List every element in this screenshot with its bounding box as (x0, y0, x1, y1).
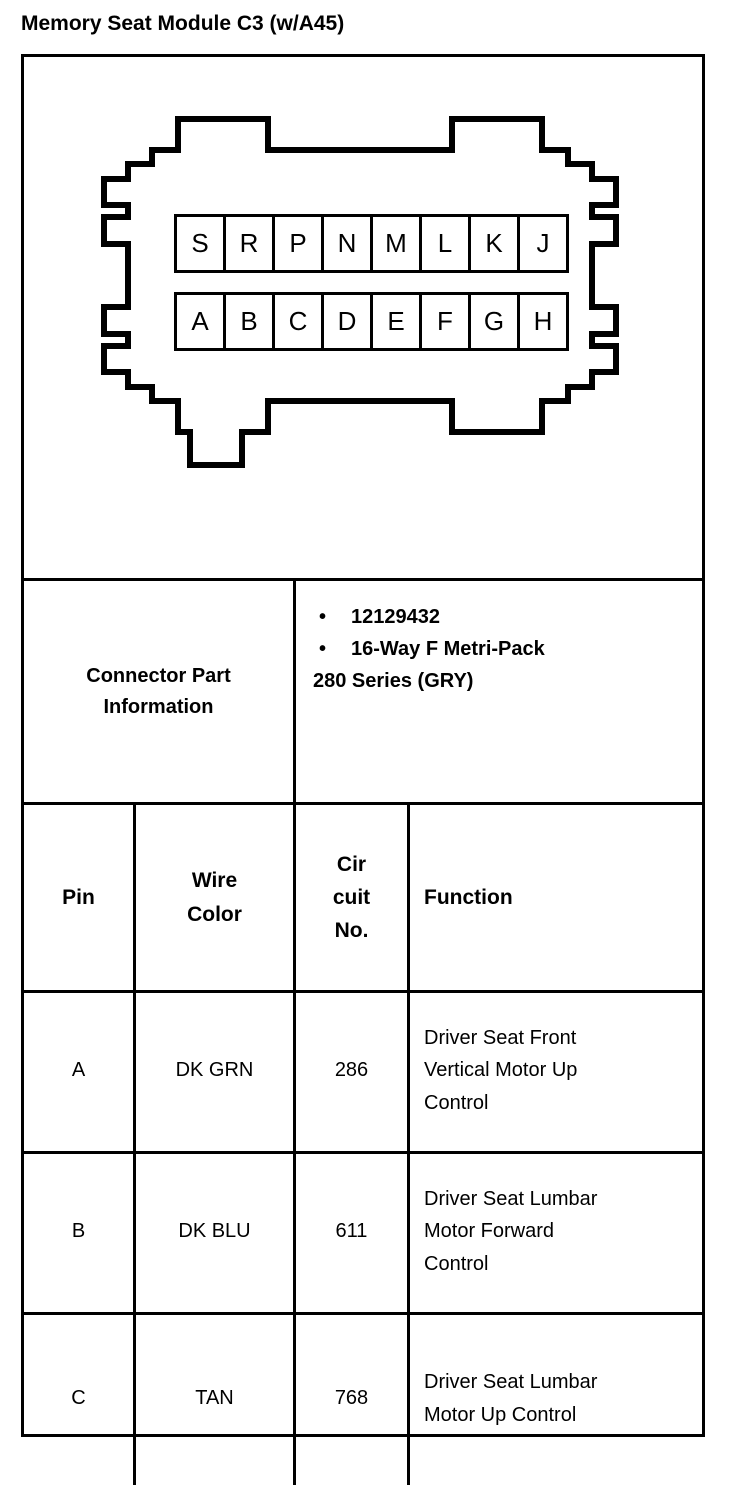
connector-part-information-section: Connector Part Information • 12129432 • … (24, 581, 702, 802)
divider-after-connector (24, 578, 702, 581)
column-header-wire-color-line1: Wire (191, 869, 238, 893)
pin-cell-H[interactable]: H (517, 292, 569, 351)
cell-function: Driver Seat Front Vertical Motor Up Cont… (407, 990, 702, 1151)
part-number-bullet-item: • 12129432 (313, 603, 692, 632)
page-title: Memory Seat Module C3 (w/A45) (21, 12, 345, 35)
bullet-dot-icon: • (319, 638, 327, 660)
connector-pin-row-top: S R P N M L K J (174, 214, 569, 273)
divider-after-partinfo (24, 802, 702, 805)
cell-function-line: Motor Forward (424, 1220, 555, 1243)
connector-type-bullet-item: • 16-Way F Metri-Pack (313, 635, 692, 664)
cell-circuit-no: 768 (293, 1312, 407, 1485)
column-header-circuit-line3: No. (334, 919, 369, 943)
cell-circuit-no: 611 (293, 1151, 407, 1312)
divider-after-header (24, 990, 702, 993)
pin-cell-M[interactable]: M (370, 214, 422, 273)
divider-after-row-b (24, 1312, 702, 1315)
pin-cell-E[interactable]: E (370, 292, 422, 351)
pin-cell-J[interactable]: J (517, 214, 569, 273)
pin-cell-L[interactable]: L (419, 214, 471, 273)
connector-part-information-label: Connector Part Information (86, 664, 231, 718)
divider-after-row-a (24, 1151, 702, 1154)
column-header-circuit-line1: Cir (336, 852, 367, 876)
connector-illustration-region: S R P N M L K J A B C D E F G H (24, 57, 702, 578)
cell-pin: B (71, 1220, 86, 1243)
cell-wire-color: TAN (133, 1312, 293, 1485)
cell-function-line: Driver Seat Lumbar (424, 1187, 598, 1210)
cell-function-line: Control (424, 1252, 489, 1275)
pin-cell-N[interactable]: N (321, 214, 373, 273)
cell-function-line: Driver Seat Lumbar (424, 1371, 598, 1394)
cell-pin: A (71, 1059, 86, 1082)
cell-function-line: Control (424, 1091, 489, 1114)
pin-cell-G[interactable]: G (468, 292, 520, 351)
connector-type-continuation: 280 Series (GRY) (313, 670, 474, 692)
cell-function: Driver Seat Lumbar Motor Forward Control (407, 1151, 702, 1312)
cell-circuit-no: 286 (293, 990, 407, 1151)
column-header-wire-color: Wire Color (133, 805, 293, 990)
part-number-value: 12129432 (351, 606, 440, 628)
cell-function-line: Vertical Motor Up (424, 1059, 578, 1082)
column-header-pin: Pin (62, 885, 95, 909)
pin-cell-D[interactable]: D (321, 292, 373, 351)
pin-cell-F[interactable]: F (419, 292, 471, 351)
table-header-row: Pin Wire Color Cir cuit No. Function (24, 805, 702, 990)
connector-pin-row-bottom: A B C D E F G H (174, 292, 569, 351)
pin-cell-R[interactable]: R (223, 214, 275, 273)
cell-wire-color: DK BLU (133, 1151, 293, 1312)
table-row: A DK GRN 286 Driver Seat Front Vertical … (24, 990, 702, 1151)
table-row: C TAN 768 Driver Seat Lumbar Motor Up Co… (24, 1312, 702, 1485)
connector-part-information-values: • 12129432 • 16-Way F Metri-Pack 280 Ser… (296, 581, 702, 802)
bullet-dot-icon: • (319, 606, 327, 628)
pin-assignment-table: Pin Wire Color Cir cuit No. Function A D… (24, 805, 702, 1485)
column-header-circuit-no: Cir cuit No. (293, 805, 407, 990)
pin-cell-P[interactable]: P (272, 214, 324, 273)
column-header-wire-color-line2: Color (187, 902, 242, 926)
column-header-circuit-line2: cuit (332, 885, 371, 909)
cell-function-line: Motor Up Control (424, 1403, 577, 1426)
partinfo-column-divider (293, 581, 296, 802)
pin-cell-C[interactable]: C (272, 292, 324, 351)
column-header-function: Function (407, 805, 702, 990)
cell-wire-color: DK GRN (133, 990, 293, 1151)
pin-cell-S[interactable]: S (174, 214, 226, 273)
table-row: B DK BLU 611 Driver Seat Lumbar Motor Fo… (24, 1151, 702, 1312)
cell-function: Driver Seat Lumbar Motor Up Control (407, 1312, 702, 1485)
pin-cell-A[interactable]: A (174, 292, 226, 351)
connector-datasheet-frame: S R P N M L K J A B C D E F G H Connecto… (21, 54, 705, 1485)
cell-function-line: Driver Seat Front (424, 1026, 577, 1049)
connector-type-value: 16-Way F Metri-Pack (351, 638, 545, 660)
pin-cell-K[interactable]: K (468, 214, 520, 273)
pin-cell-B[interactable]: B (223, 292, 275, 351)
connector-body-outline-icon (101, 116, 619, 468)
cell-pin: C (71, 1387, 86, 1410)
